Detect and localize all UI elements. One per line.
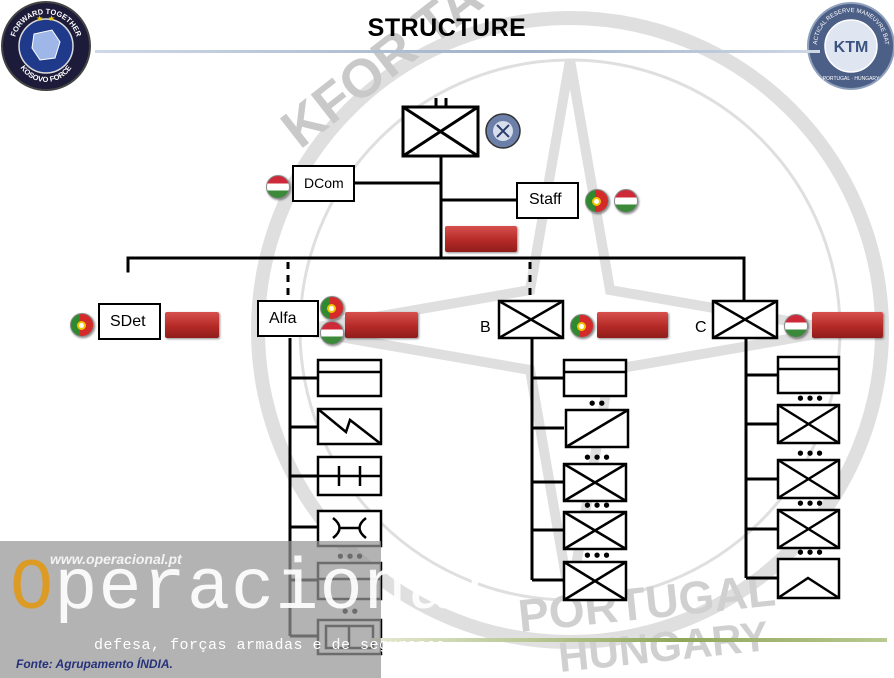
bravo-echelon-4: ••• bbox=[583, 547, 612, 565]
operacional-watermark bbox=[0, 541, 381, 678]
brand-rest: peracional bbox=[54, 548, 497, 630]
bravo-echelon-1: •• bbox=[587, 395, 606, 413]
hq-redacted-bar bbox=[445, 226, 517, 252]
charlie-echelon-1: ••• bbox=[796, 390, 825, 408]
svg-text:★: ★ bbox=[48, 14, 55, 23]
charlie-platoon-1-symbol bbox=[776, 403, 841, 445]
alfa-redacted-bar bbox=[345, 312, 418, 338]
company-b-label: B bbox=[480, 319, 491, 336]
bravo-platoon-3-symbol bbox=[562, 560, 628, 602]
header-divider bbox=[95, 50, 820, 53]
alfa-box: Alfa bbox=[257, 300, 319, 337]
dcom-label: DCom bbox=[304, 175, 344, 191]
page-title: STRUCTURE bbox=[367, 14, 527, 42]
staff-label: Staff bbox=[529, 191, 562, 208]
bravo-platoon-2-symbol bbox=[562, 510, 628, 551]
bravo-echelon-3: ••• bbox=[583, 497, 612, 515]
source-caption: Fonte: Agrupamento ÍNDIA. bbox=[16, 657, 173, 671]
alfa-signal-platoon-symbol bbox=[316, 407, 383, 446]
charlie-platoon-3-symbol bbox=[776, 508, 841, 550]
charlie-echelon-4: ••• bbox=[796, 544, 825, 562]
bravo-platoon-1-symbol bbox=[562, 462, 628, 503]
staff-portugal-flag-icon bbox=[585, 189, 609, 213]
bravo-recon-platoon-symbol bbox=[564, 408, 630, 449]
svg-text:★: ★ bbox=[36, 14, 43, 23]
sdet-label: SDet bbox=[110, 313, 146, 330]
charlie-redacted-bar bbox=[812, 312, 883, 338]
charlie-platoon-4-symbol bbox=[776, 557, 841, 600]
watermark-tagline: defesa, forças armadas e de segurança bbox=[94, 637, 446, 654]
bravo-hq-platoon-symbol bbox=[562, 358, 628, 398]
company-b-symbol bbox=[497, 299, 565, 340]
ktm-logo-bottom-text: PORTUGAL · HUNGARY bbox=[823, 76, 880, 82]
charlie-platoon-2-symbol bbox=[776, 458, 841, 500]
staff-hungary-flag-icon bbox=[614, 189, 638, 213]
sdet-box: SDet bbox=[98, 303, 161, 340]
dcom-hungary-flag-icon bbox=[266, 175, 290, 199]
alfa-hungary-flag-icon bbox=[320, 321, 344, 345]
ktm-logo: KTM KFOR TACTICAL RESERVE MANEUVRE BATTA… bbox=[805, 0, 894, 90]
alfa-hq-platoon-symbol bbox=[316, 358, 383, 398]
charlie-echelon-2: ••• bbox=[796, 445, 825, 463]
dcom-box: DCom bbox=[292, 165, 355, 202]
alfa-label: Alfa bbox=[269, 310, 297, 327]
staff-box: Staff bbox=[516, 182, 579, 219]
company-c-label: C bbox=[695, 319, 707, 336]
bravo-echelon-2: ••• bbox=[583, 449, 612, 467]
charlie-hungary-flag-icon bbox=[784, 314, 808, 338]
alfa-support-platoon-symbol bbox=[316, 509, 383, 548]
bravo-portugal-flag-icon bbox=[570, 314, 594, 338]
charlie-hq-platoon-symbol bbox=[776, 355, 841, 395]
watermark-url: www.operacional.pt bbox=[50, 551, 182, 567]
alfa-portugal-flag-icon bbox=[320, 296, 344, 320]
kfor-logo: FORWARD TOGETHER KOSOVO FORCE ★ ★ bbox=[1, 1, 91, 91]
company-c-symbol bbox=[711, 299, 779, 340]
battalion-hq-symbol bbox=[401, 98, 480, 158]
sdet-redacted-bar bbox=[165, 312, 219, 338]
bravo-redacted-bar bbox=[597, 312, 668, 338]
operacional-brand: Operacional bbox=[10, 548, 496, 630]
footer-divider bbox=[370, 638, 887, 642]
sdet-portugal-flag-icon bbox=[70, 313, 94, 337]
alfa-engineer-platoon-symbol bbox=[316, 455, 383, 497]
ktm-logo-center-text: KTM bbox=[834, 39, 869, 56]
kfor-mini-emblem bbox=[485, 113, 521, 149]
charlie-echelon-3: ••• bbox=[796, 495, 825, 513]
brand-prefix: O bbox=[10, 548, 55, 630]
